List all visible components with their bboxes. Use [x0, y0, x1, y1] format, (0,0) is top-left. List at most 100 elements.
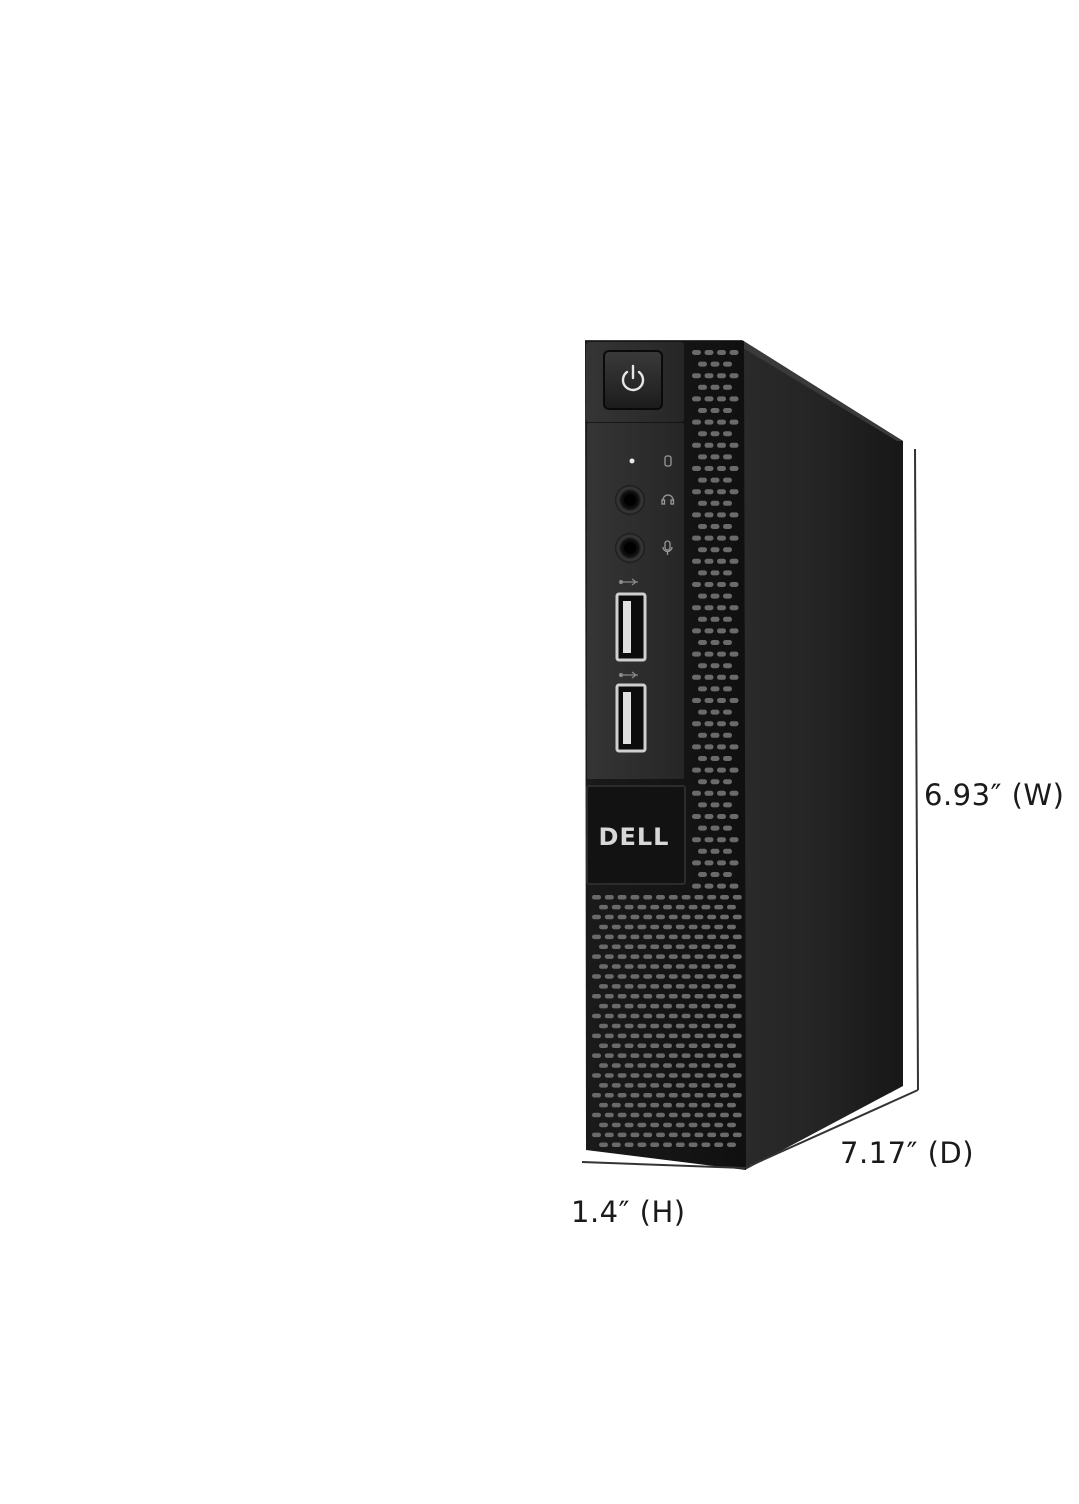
vent-hole — [688, 984, 698, 989]
vent-hole — [717, 582, 726, 587]
vent-hole — [710, 500, 720, 506]
vent-hole — [643, 994, 653, 999]
vent-hole — [723, 848, 732, 854]
vent-hole — [717, 373, 726, 379]
vent-hole — [663, 1043, 672, 1048]
vent-hole — [637, 924, 647, 930]
vent-hole — [723, 570, 732, 576]
vent-hole — [617, 934, 627, 940]
vent-hole — [643, 1053, 653, 1058]
width-dimension-line — [914, 448, 919, 1091]
vent-hole — [617, 1093, 627, 1098]
vent-hole — [704, 558, 714, 564]
vent-hole — [599, 1142, 608, 1147]
vent-hole — [604, 1093, 614, 1098]
vent-hole — [630, 1033, 640, 1039]
vent-hole — [650, 1102, 660, 1108]
vent-hole — [692, 373, 701, 379]
vent-hole — [617, 895, 627, 900]
vent-hole — [710, 547, 720, 553]
logo-badge — [586, 785, 686, 885]
vent-hole — [710, 431, 720, 437]
vent-hole — [650, 904, 660, 910]
vent-hole — [692, 721, 701, 727]
vent-hole — [704, 350, 714, 355]
vent-hole — [729, 651, 739, 657]
vent-hole — [675, 1063, 685, 1068]
vent-hole — [707, 1093, 717, 1098]
vent-hole — [710, 686, 720, 692]
vent-hole — [630, 1053, 640, 1058]
vent-hole — [599, 924, 608, 930]
vent-hole — [681, 1073, 691, 1078]
vent-hole — [707, 974, 717, 979]
vent-hole — [688, 1063, 698, 1068]
vent-hole — [681, 1112, 691, 1118]
vent-hole — [624, 1102, 634, 1108]
vent-hole — [624, 1142, 634, 1147]
side-panel — [742, 340, 903, 1170]
vent-hole — [727, 1122, 736, 1128]
vent-hole — [710, 616, 720, 622]
vent-hole — [729, 489, 739, 495]
vent-hole — [688, 1102, 698, 1108]
vent-hole — [675, 1003, 685, 1009]
vent-hole — [668, 914, 678, 920]
vent-hole — [701, 984, 711, 989]
vent-hole — [704, 790, 714, 796]
vent-hole — [717, 535, 726, 541]
vent-hole — [729, 860, 739, 866]
vent-hole — [710, 802, 720, 808]
vent-hole — [592, 1073, 601, 1078]
vent-hole — [624, 904, 634, 910]
vent-hole — [714, 1063, 724, 1068]
vent-hole — [599, 1063, 608, 1068]
vent-hole — [681, 914, 691, 920]
microphone-jack-hole — [624, 542, 636, 554]
vent-hole — [688, 1122, 698, 1128]
vent-hole — [723, 616, 732, 622]
vent-hole — [675, 1122, 685, 1128]
vent-hole — [637, 1043, 647, 1048]
vent-hole — [692, 535, 701, 541]
vent-hole — [723, 593, 732, 599]
vent-hole — [723, 500, 732, 506]
vent-hole — [624, 1122, 634, 1128]
vent-hole — [668, 1053, 678, 1058]
vent-hole — [720, 895, 729, 900]
vent-hole — [717, 698, 726, 703]
vent-hole — [630, 994, 640, 999]
vent-hole — [701, 904, 711, 910]
vent-hole — [692, 837, 701, 843]
vent-hole — [707, 1053, 717, 1058]
power-button[interactable] — [603, 350, 663, 410]
vent-hole — [604, 914, 614, 920]
vent-hole — [707, 1132, 717, 1138]
vent-hole — [723, 663, 732, 669]
vent-hole — [732, 1033, 742, 1039]
vent-hole — [704, 814, 714, 819]
vent-hole — [710, 872, 720, 877]
vent-hole — [714, 1083, 724, 1088]
vent-hole — [732, 954, 742, 959]
vent-hole — [710, 524, 720, 529]
vent-hole — [707, 895, 717, 900]
power-led — [629, 458, 635, 464]
vent-hole — [727, 1142, 736, 1147]
vent-hole — [729, 350, 739, 355]
vent-hole — [714, 904, 724, 910]
vent-hole — [707, 1073, 717, 1078]
vent-hole — [729, 605, 739, 611]
vent-hole — [663, 924, 672, 930]
vent-hole — [663, 1122, 672, 1128]
vent-hole — [599, 1023, 608, 1029]
vent-hole — [729, 814, 739, 819]
vent-hole — [611, 984, 621, 989]
vent-hole — [692, 396, 701, 402]
vent-hole — [723, 431, 732, 437]
vent-hole — [592, 1033, 601, 1039]
vent-hole — [698, 500, 707, 506]
vent-hole — [688, 1043, 698, 1048]
vent-hole — [604, 1053, 614, 1058]
vent-hole — [707, 1112, 717, 1118]
